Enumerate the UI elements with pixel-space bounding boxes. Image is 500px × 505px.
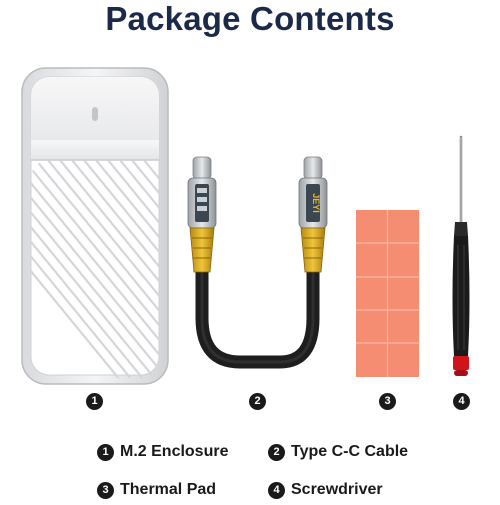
screwdriver-illustration: [452, 135, 470, 376]
legend-label: Type C-C Cable: [291, 443, 409, 460]
legend-number: 3: [97, 481, 114, 499]
legend-label: M.2 Enclosure: [120, 443, 229, 460]
m2-enclosure-illustration: [21, 67, 169, 385]
marker-1: 1: [86, 393, 103, 410]
marker-4: 4: [453, 393, 470, 410]
thermal-pad-illustration: [356, 210, 419, 377]
legend-label: Thermal Pad: [120, 481, 217, 498]
legend-item-screwdriver: 4 Screwdriver: [268, 479, 383, 501]
legend-item-thermal-pad: 3 Thermal Pad: [97, 479, 216, 501]
page-title: Package Contents: [105, 0, 395, 37]
type-c-cable-illustration: [187, 156, 328, 369]
marker-2: 2: [249, 393, 266, 410]
marker-3: 3: [379, 393, 396, 410]
cable-brand-mark: JEYI: [311, 193, 321, 213]
legend-item-cable: 2 Type C-C Cable: [268, 441, 408, 463]
legend-number: 4: [268, 481, 285, 499]
legend-label: Screwdriver: [291, 481, 383, 498]
legend-item-enclosure: 1 M.2 Enclosure: [97, 441, 228, 463]
legend-number: 1: [97, 443, 114, 461]
legend-number: 2: [268, 443, 285, 461]
